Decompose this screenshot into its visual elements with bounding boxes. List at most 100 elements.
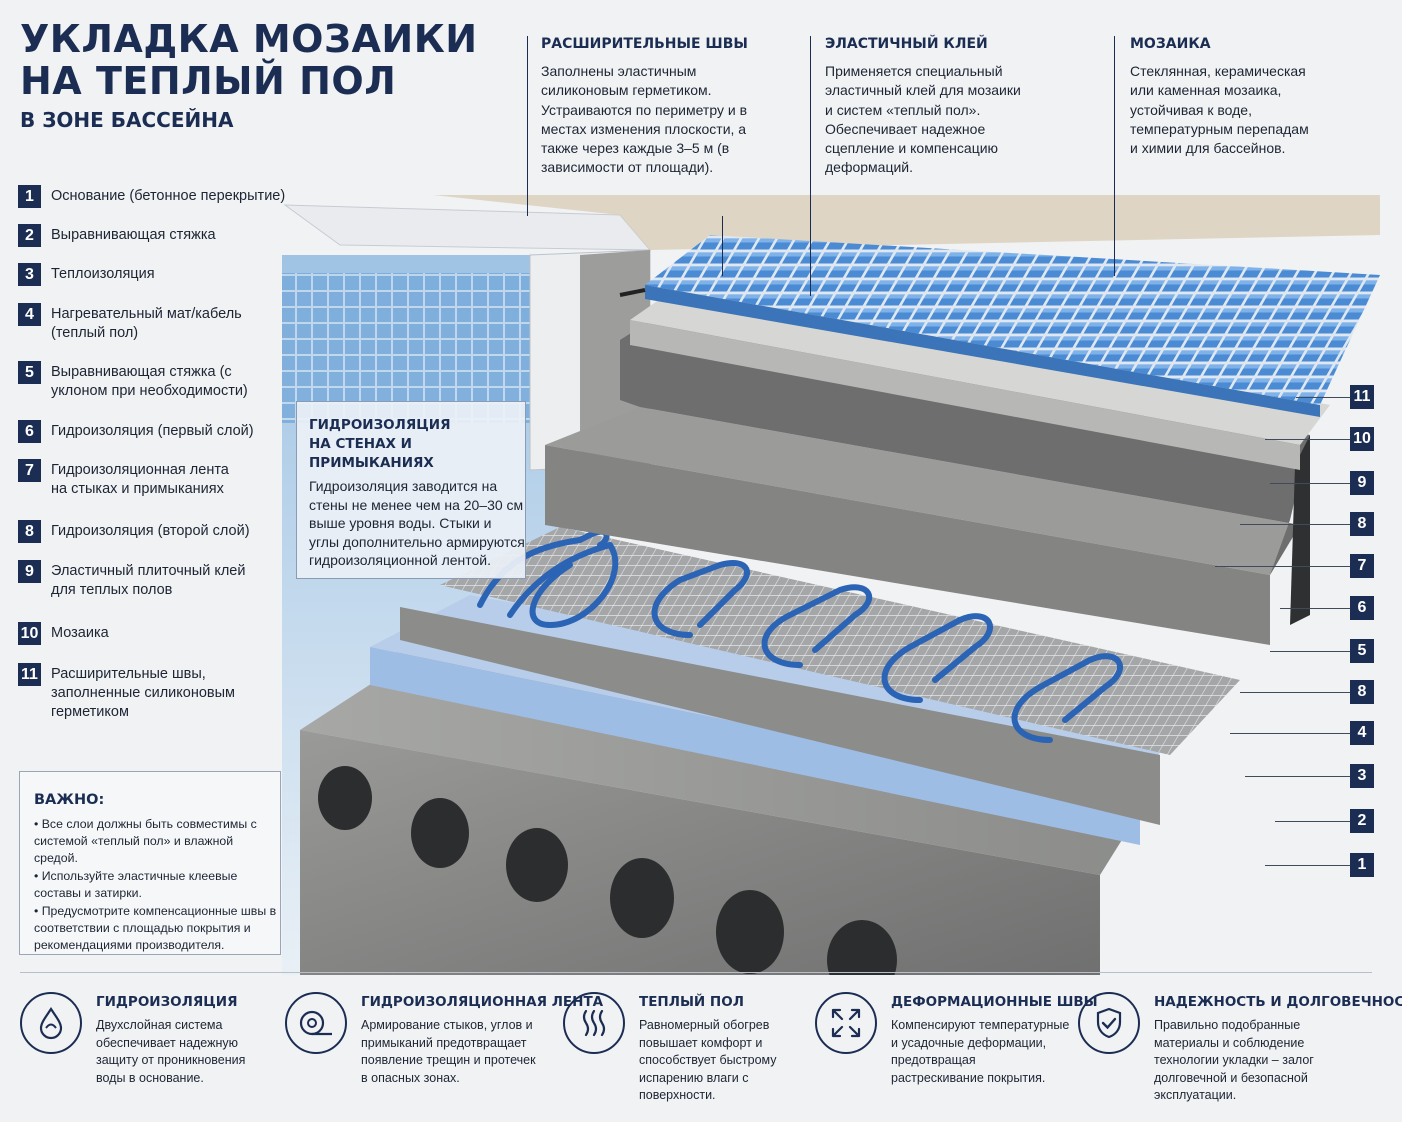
leader-line (1240, 692, 1350, 693)
layer-10-mosaic-edge (645, 285, 1320, 417)
callout-mosaic: МОЗАИКА Стеклянная, керамическая или кам… (1130, 35, 1320, 158)
legend-text: Гидроизоляция (первый слой) (51, 423, 254, 439)
heat-waves-icon (563, 992, 625, 1054)
legend-text: Эластичный плиточный клей для теплых пол… (51, 563, 246, 598)
leader-line (1240, 524, 1350, 525)
feature-title: ТЕПЛЫЙ ПОЛ (639, 994, 744, 1010)
layer-number-label: 8 (1350, 680, 1374, 704)
layer-9-adhesive-front (630, 320, 1300, 470)
layer-number-label: 11 (1350, 385, 1374, 409)
shield-check-icon (1078, 992, 1140, 1054)
legend-number: 9 (18, 560, 41, 583)
legend-number: 1 (18, 185, 41, 208)
callout-elastic-adhesive: ЭЛАСТИЧНЫЙ КЛЕЙ Применяется специальный … (825, 35, 1025, 177)
pool-wall-mosaic (282, 273, 532, 423)
legend-number: 10 (18, 622, 41, 645)
legend-text: Расширительные швы, заполненные силиконо… (51, 666, 236, 720)
water-drop-icon (20, 992, 82, 1054)
callout-title-line-1: ГИДРОИЗОЛЯЦИЯ (309, 417, 451, 433)
important-title: ВАЖНО: (34, 792, 105, 808)
layer-5-screed-front (400, 607, 1160, 825)
legend-number: 5 (18, 361, 41, 384)
callout-title: МОЗАИКА (1130, 36, 1211, 52)
important-notes-box: ВАЖНО: • Все слои должны быть совместимы… (19, 771, 281, 955)
legend-number: 6 (18, 420, 41, 443)
legend-number: 4 (18, 303, 41, 326)
leader-line (1265, 439, 1350, 440)
feature-text: Компенсируют температурные и усадочные д… (891, 1018, 1070, 1085)
legend-number: 2 (18, 224, 41, 247)
tape-roll-icon (285, 992, 347, 1054)
layer-number-label: 9 (1350, 471, 1374, 495)
expansion-joint (619, 288, 646, 297)
layer-1-base-slab-front (300, 730, 1100, 975)
callout-text: Стеклянная, керамическая или каменная мо… (1130, 63, 1309, 157)
legend-item: 7 Гидроизоляционная лента на стыках и при… (18, 459, 231, 499)
layer-3-insulation-front (370, 647, 1140, 845)
legend-item: 8 Гидроизоляция (второй слой) (18, 520, 301, 543)
feature-title: ГИДРОИЗОЛЯЦИОННАЯ ЛЕНТА (361, 994, 604, 1010)
legend-text: Гидроизоляционная лента на стыках и прим… (51, 462, 229, 497)
leader-line (1245, 776, 1350, 777)
callout-title: РАСШИРИТЕЛЬНЫЕ ШВЫ (541, 36, 748, 52)
layer-5-upper-screed-front (545, 445, 1270, 645)
callout-line-mosaic (1114, 36, 1115, 276)
callout-wall-waterproofing: ГИДРОИЗОЛЯЦИЯ НА СТЕНАХ И ПРИМЫКАНИЯХ Ги… (296, 401, 526, 579)
leader-line (1275, 821, 1350, 822)
layer-number-label: 10 (1350, 427, 1374, 451)
layer-number-label: 5 (1350, 639, 1374, 663)
legend-text: Выравнивающая стяжка (51, 227, 216, 243)
legend-item: 2 Выравнивающая стяжка (18, 224, 301, 247)
legend-item: 11 Расширительные швы, заполненные силико… (18, 663, 241, 722)
callout-title: ЭЛАСТИЧНЫЙ КЛЕЙ (825, 36, 988, 52)
expand-arrows-icon (815, 992, 877, 1054)
slab-hollow-cores (318, 766, 897, 975)
feature-text: Двухслойная система обеспечивает надежну… (96, 1018, 246, 1085)
layer-10-mosaic (645, 235, 1380, 405)
legend-number: 3 (18, 263, 41, 286)
feature-title: ДЕФОРМАЦИОННЫЕ ШВЫ (891, 994, 1098, 1010)
feature-text: Равномерный обогрев повышает комфорт и с… (639, 1018, 777, 1102)
feature-text: Армирование стыков, углов и примыканий п… (361, 1018, 536, 1085)
callout-text: Применяется специальный эластичный клей … (825, 63, 1021, 176)
layer-number-label: 3 (1350, 764, 1374, 788)
page-title: УКЛАДКА МОЗАИКИ НА ТЕПЛЫЙ ПОЛ (20, 18, 478, 102)
legend-number: 7 (18, 459, 41, 482)
legend-text: Нагревательный мат/кабель (теплый пол) (51, 306, 242, 341)
legend-item: 5 Выравнивающая стяжка (с уклоном при нео… (18, 361, 271, 401)
layer-number-label: 2 (1350, 809, 1374, 833)
layer-number-label: 4 (1350, 721, 1374, 745)
leader-line (1296, 397, 1350, 398)
layer-number-label: 1 (1350, 853, 1374, 877)
legend-text: Теплоизоляция (51, 266, 155, 282)
legend-item: 10 Мозаика (18, 622, 301, 645)
layer-5-upper-screed-top (545, 407, 1300, 575)
important-bullet: • Все слои должны быть совместимы с сист… (34, 817, 257, 865)
leader-line (1265, 865, 1350, 866)
layer-7-waterproof-tape (1290, 435, 1310, 625)
callout-text: Гидроизоляция заводится на стены не мене… (309, 478, 525, 569)
leader-line (1215, 566, 1350, 567)
important-bullet: • Предусмотрите компенсационные швы в со… (34, 904, 277, 952)
feature-text: Правильно подобранные материалы и соблюд… (1154, 1018, 1314, 1102)
legend-text: Основание (бетонное перекрытие) (51, 188, 286, 204)
legend-item: 6 Гидроизоляция (первый слой) (18, 420, 301, 443)
legend-text: Гидроизоляция (второй слой) (51, 523, 250, 539)
callout-line-adhesive (810, 36, 811, 296)
legend-text: Мозаика (51, 625, 109, 641)
legend-item: 9 Эластичный плиточный клей для теплых по… (18, 560, 251, 600)
legend-number: 11 (18, 663, 41, 686)
section-divider (20, 972, 1372, 973)
page-subtitle: В ЗОНЕ БАССЕЙНА (20, 108, 234, 132)
callout-title-line-2: НА СТЕНАХ И ПРИМЫКАНИЯХ (309, 436, 434, 471)
layer-4-heating-mat (440, 527, 1240, 755)
legend-text: Выравнивающая стяжка (с уклоном при необ… (51, 364, 248, 399)
legend-number: 8 (18, 520, 41, 543)
leader-line (1270, 483, 1350, 484)
layer-number-label: 6 (1350, 596, 1374, 620)
legend-item: 3 Теплоизоляция (18, 263, 301, 286)
title-line-2: НА ТЕПЛЫЙ ПОЛ (20, 59, 397, 103)
feature-title: НАДЕЖНОСТЬ И ДОЛГОВЕЧНОСТЬ (1154, 994, 1402, 1010)
callout-line-expansion (527, 36, 528, 216)
callout-text: Заполнены эластичным силиконовым гермети… (541, 63, 748, 176)
